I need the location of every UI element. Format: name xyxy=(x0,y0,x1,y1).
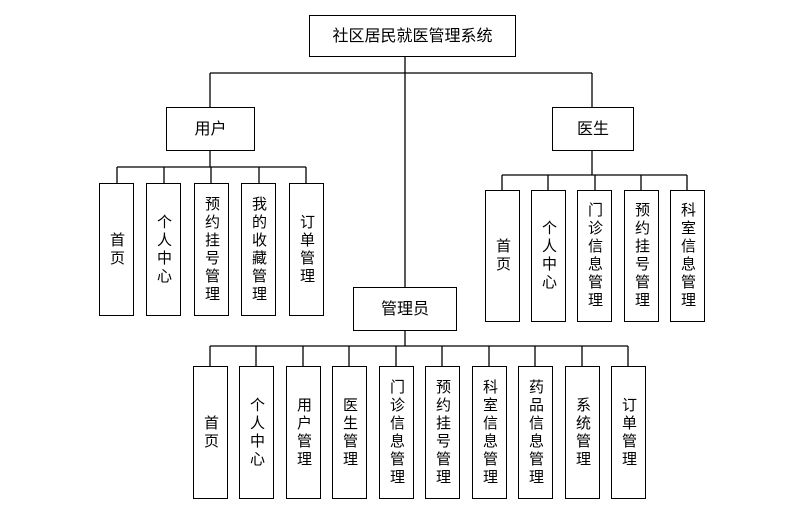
admin-child-appointment: 预约挂号管理 xyxy=(425,366,460,499)
user-child-favorites: 我的收藏管理 xyxy=(241,183,276,316)
admin-child-home: 首页 xyxy=(193,366,228,499)
admin-child-profile: 个人中心 xyxy=(239,366,274,499)
doctor-child-home: 首页 xyxy=(485,190,520,322)
leaf-label: 个人中心 xyxy=(248,396,266,469)
user-child-profile: 个人中心 xyxy=(146,183,181,316)
doctor-node: 医生 xyxy=(552,107,634,151)
admin-child-orders: 订单管理 xyxy=(611,366,646,499)
admin-label: 管理员 xyxy=(380,299,429,318)
user-label: 用户 xyxy=(194,119,227,138)
leaf-label: 个人中心 xyxy=(540,220,558,292)
leaf-label: 预约挂号管理 xyxy=(203,195,221,304)
root-node: 社区居民就医管理系统 xyxy=(309,15,516,57)
root-label: 社区居民就医管理系统 xyxy=(332,26,493,45)
leaf-label: 预约挂号管理 xyxy=(434,378,452,487)
leaf-label: 医生管理 xyxy=(341,396,359,469)
leaf-label: 门诊信息管理 xyxy=(388,378,406,487)
admin-child-medicine: 药品信息管理 xyxy=(518,366,553,499)
doctor-child-department: 科室信息管理 xyxy=(670,190,705,322)
leaf-label: 个人中心 xyxy=(155,213,173,286)
doctor-label: 医生 xyxy=(576,119,609,138)
doctor-child-clinic: 门诊信息管理 xyxy=(577,190,612,322)
admin-child-doctors: 医生管理 xyxy=(332,366,367,499)
leaf-label: 订单管理 xyxy=(298,213,316,286)
leaf-label: 科室信息管理 xyxy=(679,202,697,310)
leaf-label: 用户管理 xyxy=(295,396,313,469)
doctor-child-appointment: 预约挂号管理 xyxy=(624,190,659,322)
leaf-label: 门诊信息管理 xyxy=(586,202,604,310)
admin-child-users: 用户管理 xyxy=(286,366,321,499)
leaf-label: 首页 xyxy=(202,414,220,451)
user-node: 用户 xyxy=(166,107,255,151)
leaf-label: 首页 xyxy=(494,238,512,274)
doctor-child-profile: 个人中心 xyxy=(531,190,566,322)
admin-child-clinic: 门诊信息管理 xyxy=(379,366,414,499)
admin-child-system: 系统管理 xyxy=(565,366,600,499)
user-child-orders: 订单管理 xyxy=(289,183,324,316)
leaf-label: 首页 xyxy=(108,231,126,268)
leaf-label: 预约挂号管理 xyxy=(633,202,651,310)
leaf-label: 药品信息管理 xyxy=(527,378,545,487)
leaf-label: 我的收藏管理 xyxy=(250,195,268,304)
admin-node: 管理员 xyxy=(353,287,457,331)
leaf-label: 订单管理 xyxy=(620,396,638,469)
leaf-label: 系统管理 xyxy=(574,396,592,469)
admin-child-department: 科室信息管理 xyxy=(472,366,507,499)
user-child-appointment: 预约挂号管理 xyxy=(194,183,229,316)
leaf-label: 科室信息管理 xyxy=(481,378,499,487)
user-child-home: 首页 xyxy=(99,183,134,316)
